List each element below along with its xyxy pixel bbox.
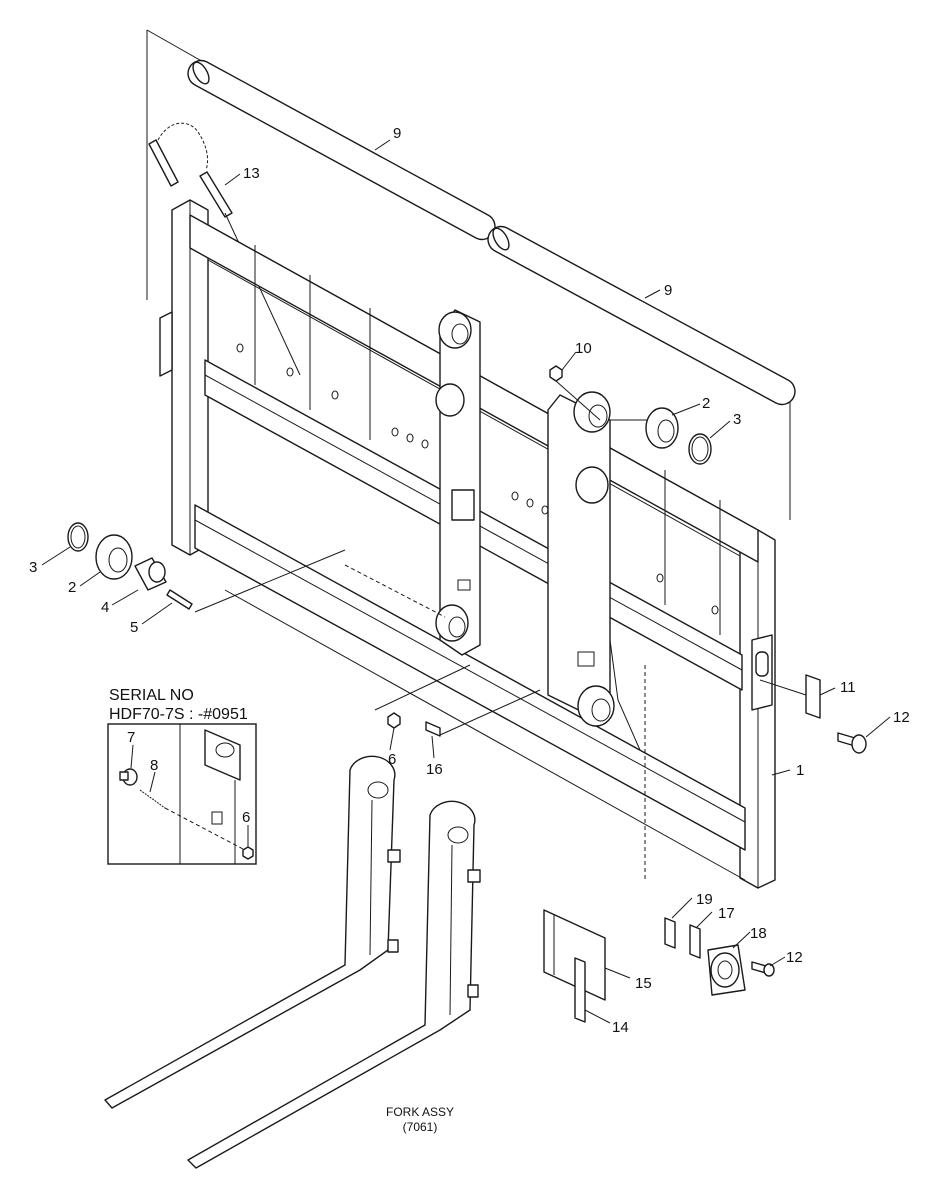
roller-bar-upper <box>187 59 496 241</box>
nut-part-10 <box>549 365 601 421</box>
snap-ring-left <box>67 522 89 552</box>
callout-9-lower: 9 <box>664 282 672 299</box>
callout-17: 17 <box>718 905 735 922</box>
cover-plate-part-15 <box>543 909 606 1001</box>
shim-part-17 <box>689 924 701 959</box>
pin-with-chain <box>148 122 301 376</box>
shim-part-19 <box>664 917 676 949</box>
callout-1: 1 <box>796 762 804 779</box>
callout-13: 13 <box>243 165 260 182</box>
grease-fitting-part-16 <box>425 689 541 737</box>
callout-4: 4 <box>101 599 109 616</box>
callout-12-lower: 12 <box>786 949 803 966</box>
serial-range: HDF70-7S : -#0951 <box>109 706 248 723</box>
callout-5: 5 <box>130 619 138 636</box>
fork-left <box>104 755 401 1109</box>
callout-2-right: 2 <box>702 395 710 412</box>
nut-part-6 <box>374 664 471 729</box>
serial-inset <box>107 723 257 865</box>
left-roller-plate <box>435 309 481 656</box>
bearing-left <box>95 534 133 580</box>
bolt-part-12-lower <box>751 961 775 977</box>
roller-bar-lower <box>487 225 796 406</box>
callout-10: 10 <box>575 340 592 357</box>
callout-7: 7 <box>127 729 135 746</box>
side-roller-part-18 <box>707 944 746 996</box>
right-roller-plate <box>547 391 641 751</box>
callout-6-main: 6 <box>388 751 396 768</box>
inset-nut-part-6 <box>242 846 254 860</box>
pin-part-5 <box>166 549 346 613</box>
serial-title: SERIAL NO <box>109 687 194 704</box>
fork-assy-label: FORK ASSY <box>386 1105 454 1119</box>
fork-right <box>187 800 481 1169</box>
bolt-part-12-upper <box>837 732 867 754</box>
callout-14: 14 <box>612 1019 629 1036</box>
callout-8: 8 <box>150 757 158 774</box>
alignment-lines <box>224 564 746 881</box>
callout-15: 15 <box>635 975 652 992</box>
callout-3-right: 3 <box>733 411 741 428</box>
callout-18: 18 <box>750 925 767 942</box>
snap-ring-right <box>688 433 712 465</box>
callout-6-inset: 6 <box>242 809 250 826</box>
callout-16: 16 <box>426 761 443 778</box>
callout-12-upper: 12 <box>893 709 910 726</box>
leader-lines <box>41 139 891 1024</box>
callout-3-left: 3 <box>29 559 37 576</box>
collar-part-4 <box>134 557 167 591</box>
bearing-right <box>645 407 679 449</box>
plate-part-11 <box>759 674 821 719</box>
callout-11: 11 <box>840 679 856 696</box>
inset-stud-part-7 <box>119 768 138 786</box>
callout-numbers: 1 2 2 3 3 4 5 6 6 7 8 9 9 10 11 12 12 13… <box>29 125 910 1036</box>
inset-spring-part-8 <box>139 789 246 851</box>
callout-9-upper: 9 <box>393 125 401 142</box>
callout-2-left: 2 <box>68 579 76 596</box>
fork-assy-code: (7061) <box>403 1120 438 1134</box>
callout-19: 19 <box>696 891 713 908</box>
shim-part-14 <box>574 957 586 1023</box>
